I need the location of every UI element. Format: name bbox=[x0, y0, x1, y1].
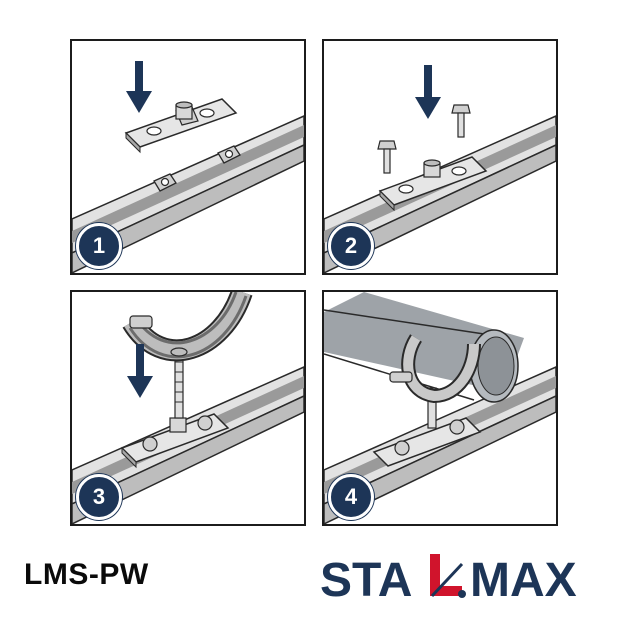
logo-text-right: MAX bbox=[470, 554, 577, 604]
step-3-panel: 3 bbox=[70, 290, 306, 526]
step-badge: 1 bbox=[76, 223, 122, 269]
mounting-plate bbox=[372, 417, 482, 467]
down-arrow-icon bbox=[127, 344, 153, 398]
step-2-panel: 2 bbox=[322, 39, 558, 275]
threaded-rod bbox=[174, 353, 184, 419]
logo-l-mark bbox=[430, 554, 466, 598]
channel-nut-right bbox=[217, 145, 241, 164]
pipe-clamp bbox=[122, 292, 253, 362]
step-badge: 4 bbox=[328, 474, 374, 520]
down-arrow-icon bbox=[415, 65, 441, 119]
step-badge: 3 bbox=[76, 474, 122, 520]
step-1-panel: 1 bbox=[70, 39, 306, 275]
mounting-plate bbox=[378, 156, 488, 212]
stalmax-logo: STA MAX bbox=[320, 554, 577, 604]
threaded-rod bbox=[427, 387, 437, 429]
step-number: 2 bbox=[344, 233, 358, 258]
bolt-left bbox=[377, 140, 397, 174]
step-badge: 2 bbox=[328, 223, 374, 269]
rail-slot bbox=[72, 125, 304, 243]
step-3-illustration bbox=[72, 292, 304, 524]
bolt-right bbox=[451, 104, 471, 138]
mounting-plate bbox=[120, 413, 230, 469]
mounting-plate bbox=[124, 98, 238, 154]
step-number: 1 bbox=[92, 233, 106, 258]
step-number: 3 bbox=[92, 484, 106, 509]
step-1-illustration bbox=[72, 61, 304, 273]
step-4-illustration bbox=[324, 292, 556, 524]
rail-front-face bbox=[324, 144, 556, 273]
channel-nut-left bbox=[153, 173, 177, 192]
model-code: LMS-PW bbox=[24, 558, 149, 591]
step-2-illustration bbox=[324, 65, 556, 273]
pipe-clamp bbox=[389, 334, 481, 404]
step-number: 4 bbox=[344, 484, 358, 509]
step-4-panel: 4 bbox=[322, 290, 558, 526]
down-arrow-icon bbox=[126, 61, 152, 113]
logo-text-left: STA bbox=[320, 554, 412, 604]
rail-front-face bbox=[72, 395, 304, 524]
rail-front-face bbox=[72, 144, 304, 273]
